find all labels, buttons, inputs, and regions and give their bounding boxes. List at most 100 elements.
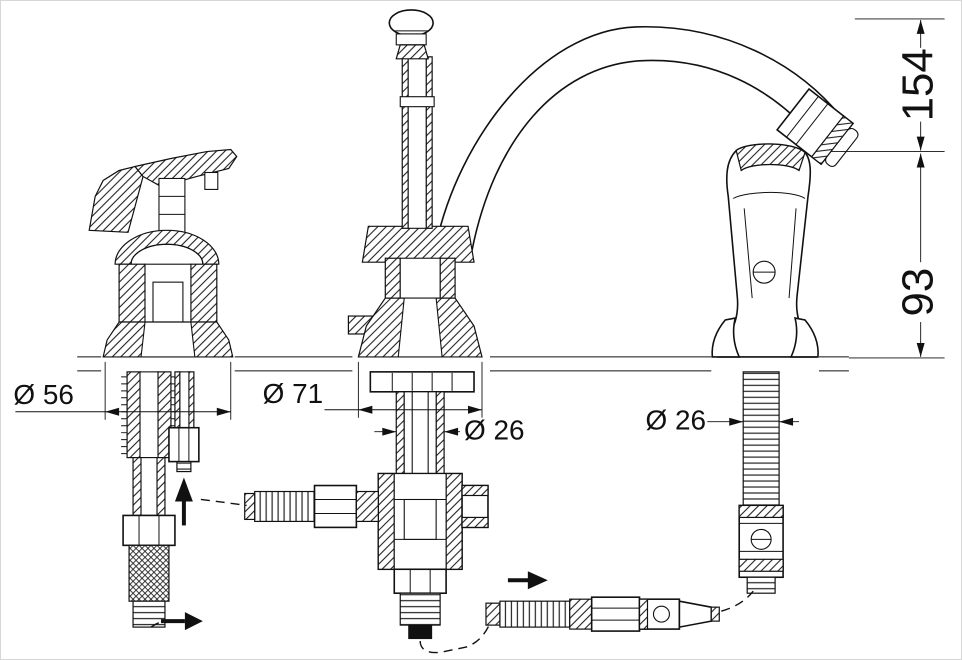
chain-ribbed-collar <box>569 598 593 630</box>
arrowhead <box>444 427 459 436</box>
corrugated-hose <box>742 371 780 507</box>
arrowhead-down <box>916 342 925 357</box>
dimension-height-93: 93 <box>894 153 943 357</box>
chain-cylinder-band <box>638 598 649 630</box>
dim-label-d26-riser: Ø 26 <box>464 415 524 446</box>
tube-bore <box>140 457 158 516</box>
rod-collar <box>399 96 435 108</box>
deck-cutout-backing <box>352 351 490 376</box>
deck-cutout-backing <box>101 351 235 376</box>
dimension-diameter-71: Ø 71 <box>263 361 483 418</box>
set-screw <box>204 171 219 190</box>
hose-tail <box>746 576 776 594</box>
escutcheon-wing-left <box>711 317 741 358</box>
diverter-knob-cap <box>388 9 434 37</box>
dim-label-d71: Ø 71 <box>263 378 324 409</box>
rod-bore <box>179 371 190 429</box>
mounting-nut-facets <box>391 372 453 391</box>
inlet-nut <box>313 484 358 529</box>
dome-inner-arc <box>130 243 204 265</box>
bottom-dark-tip <box>408 625 433 640</box>
column-wall-right <box>439 257 456 299</box>
body-wall-left <box>118 263 146 323</box>
inlet-hose <box>254 490 316 523</box>
rod-wall-right <box>425 56 433 229</box>
supply-fitting-chain <box>485 596 720 632</box>
connector-band-bottom <box>738 558 784 572</box>
cartridge-stem-lines <box>158 195 185 215</box>
bottom-hex-facets <box>409 569 431 594</box>
inlet-connector-section <box>355 490 379 523</box>
connector-band-top <box>738 504 784 519</box>
rod-wall-right <box>188 371 195 429</box>
spray-head-bands <box>786 96 829 145</box>
escutcheon-cavity <box>397 297 443 358</box>
dome-cap-section <box>114 229 220 265</box>
rod-bore <box>407 56 427 229</box>
up-arrow-head <box>174 477 193 502</box>
lever-blade-section <box>88 165 144 233</box>
right-arrow-head-center <box>527 571 548 590</box>
inlet-nut-facets <box>314 498 357 514</box>
dimension-diameter-26-riser: Ø 26 <box>374 415 525 446</box>
column-bore <box>399 257 441 299</box>
braided-hose <box>128 544 170 602</box>
tube-wall-left <box>132 457 142 517</box>
dim-label-d56: Ø 56 <box>13 379 73 410</box>
cartridge-stem <box>158 177 186 237</box>
shower-profile-lines <box>743 208 797 299</box>
thread-ticks-left <box>121 376 128 455</box>
valve-piston <box>403 498 437 540</box>
chain-cone-tip <box>710 606 720 622</box>
arrowhead <box>382 427 397 436</box>
inlet-hose-end <box>244 492 256 521</box>
bottom-hex <box>393 568 447 594</box>
flow-indicators <box>150 477 754 654</box>
dim-label-93: 93 <box>894 268 943 317</box>
body-wall-right <box>190 263 218 323</box>
mounting-nut <box>369 371 475 393</box>
chain-cone-fitting <box>678 600 713 629</box>
dashed-route-center <box>419 622 491 654</box>
tube-wall-right <box>156 457 166 517</box>
hand-shower-assembly <box>711 143 819 594</box>
shower-cap-line <box>740 164 800 171</box>
dashed-route-left <box>200 498 247 507</box>
knob-neck-section <box>395 44 429 60</box>
rod-wall-left <box>174 371 181 429</box>
dimension-diameter-26-hose: Ø 26 <box>646 405 800 436</box>
chain-screw <box>652 605 670 623</box>
dashed-route-bottom-left <box>150 621 162 628</box>
riser-wall-right <box>435 391 445 475</box>
dim-label-d26-hose: Ø 26 <box>646 405 707 436</box>
arrowhead <box>729 417 744 426</box>
hose-nut-facets <box>138 515 160 546</box>
rod-stub <box>176 461 192 473</box>
valve-wall-left <box>377 472 395 570</box>
spout-junction-section <box>361 225 475 263</box>
chain-hex-facets <box>591 607 640 621</box>
dashed-route-right <box>721 590 754 612</box>
knob-band <box>395 33 427 46</box>
outlet-stub-band-top <box>461 484 489 497</box>
valve-wall-right <box>445 472 463 570</box>
riser-stem <box>411 391 429 475</box>
left-valve-assembly <box>88 148 238 628</box>
column-wall-left <box>384 257 401 299</box>
lever-arm-section <box>133 148 238 188</box>
rod-nut <box>168 426 200 463</box>
arrowhead <box>779 417 794 426</box>
hose-nut <box>122 514 176 547</box>
shank-wall-left <box>126 371 141 459</box>
shower-neck-line <box>733 191 806 199</box>
escutcheon-wing-right <box>789 317 819 358</box>
arrowhead <box>468 405 482 414</box>
connector-lines <box>739 522 784 552</box>
rod-wall-left <box>401 56 409 229</box>
arrowhead <box>216 407 231 416</box>
outlet-stub-band-bottom <box>461 516 489 528</box>
arrowhead <box>358 405 373 414</box>
cartridge-insert <box>152 281 184 323</box>
